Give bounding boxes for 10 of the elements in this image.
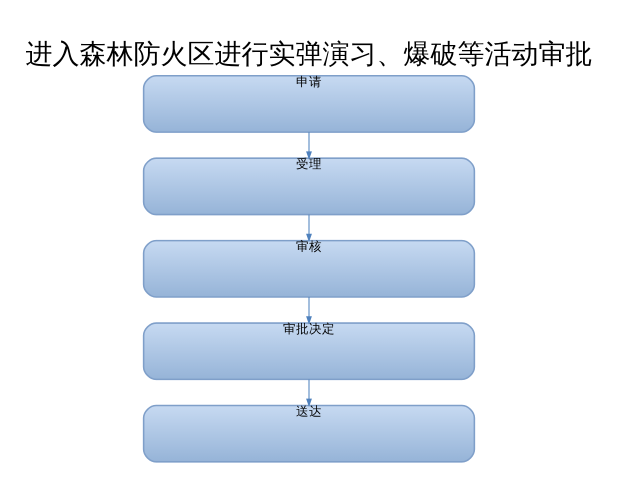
arrow — [306, 378, 312, 407]
arrow — [306, 214, 312, 242]
node-box: 申请 — [142, 74, 476, 132]
node-box: 审批决定 — [142, 322, 476, 380]
node-box: 送达 — [142, 404, 476, 462]
node-box: 审核 — [142, 239, 476, 298]
arrow — [306, 132, 312, 160]
arrow — [306, 296, 312, 324]
node-box: 受理 — [142, 156, 476, 215]
diagram-title: 进入森林防火区进行实弹演习、爆破等活动审批 — [26, 38, 592, 70]
